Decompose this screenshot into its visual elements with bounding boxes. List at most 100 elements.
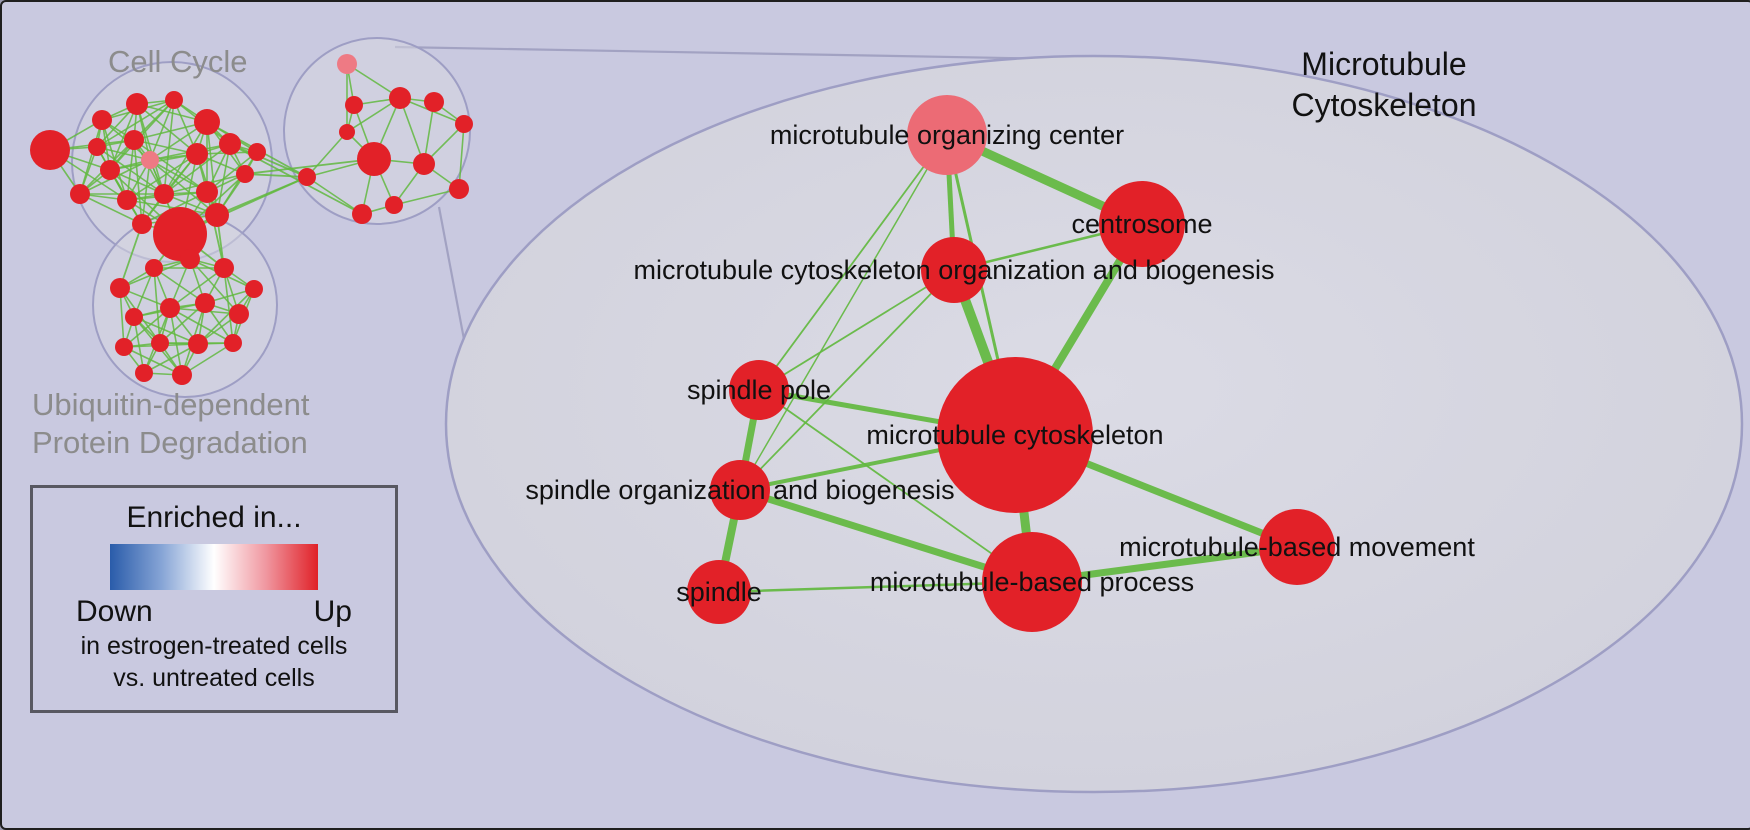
main-nodes: [687, 95, 1335, 632]
overview-node: [151, 334, 169, 352]
overview-node: [298, 168, 316, 186]
overview-edge: [244, 158, 375, 175]
overview-node: [135, 364, 153, 382]
legend-downup-row: Down Up: [76, 595, 352, 629]
edge-spindle-mbp: [717, 580, 1034, 594]
overview-edge: [197, 288, 255, 345]
cluster-label-ubiquitin: Ubiquitin-dependent Protein Degradation: [32, 386, 310, 462]
overview-node: [141, 151, 159, 169]
overview-edge: [216, 151, 258, 216]
overview-node: [124, 130, 144, 150]
edge-moc-spindle_pole: [758, 134, 948, 391]
overview-edge: [399, 97, 425, 165]
legend-title: Enriched in...: [126, 501, 302, 534]
overview-node: [110, 278, 130, 298]
overview-node: [424, 92, 444, 112]
node-mtco: [921, 237, 987, 303]
ubiquitin-label-line1: Ubiquitin-dependent: [32, 387, 310, 422]
overview-edge: [126, 153, 198, 201]
overview-edge: [96, 146, 165, 195]
overview-edge: [306, 176, 363, 215]
overview-edge: [96, 146, 151, 161]
node-label-moc: microtubule organizing center: [770, 120, 1124, 150]
overview-node: [30, 130, 70, 170]
overview-edge: [133, 316, 199, 345]
overview-edge: [393, 188, 460, 206]
overview-node: [70, 184, 90, 204]
node-mbm: [1259, 509, 1335, 585]
node-label-mtco: microtubule cytoskeleton organization an…: [634, 255, 1275, 285]
overview-edge: [143, 343, 199, 374]
node-label-mbm: microtubule-based movement: [1119, 532, 1475, 562]
overview-node: [100, 160, 120, 180]
overview-node: [92, 110, 112, 130]
overview-edge: [119, 223, 143, 289]
overview-node: [165, 91, 183, 109]
magnified-ellipse: [444, 54, 1744, 794]
overview-edge: [133, 139, 208, 193]
microtubule-label-line1: Microtubule: [1301, 46, 1467, 82]
overview-node: [245, 280, 263, 298]
overview-edge: [96, 146, 143, 225]
overview-node: [337, 54, 357, 74]
overview-node: [205, 203, 229, 227]
overview-node: [345, 96, 363, 114]
main-node-labels: microtubule organizing centercentrosomem…: [525, 120, 1475, 607]
overview-node: [160, 298, 180, 318]
overview-node: [172, 365, 192, 385]
overview-node: [357, 142, 391, 176]
node-label-spindle_pole: spindle pole: [687, 375, 831, 405]
overview-edge: [206, 191, 225, 269]
cluster-label-microtubule: Microtubule Cytoskeleton: [1274, 44, 1494, 126]
overview-edge: [79, 193, 143, 225]
overview-node: [389, 87, 411, 109]
overview-edge: [306, 131, 348, 178]
overview-node: [180, 249, 200, 269]
overview-edge: [181, 342, 234, 376]
edge-moc-spindle_org: [739, 134, 948, 491]
overview-node: [385, 196, 403, 214]
overview-node: [153, 207, 207, 261]
overview-node: [248, 143, 266, 161]
overview-node: [186, 143, 208, 165]
zoom-cone-line: [394, 45, 1063, 61]
overview-node: [413, 153, 435, 175]
overview-nodes: [30, 54, 473, 385]
node-label-spindle: spindle: [676, 577, 762, 607]
overview-edge: [458, 123, 465, 190]
overview-edge: [149, 159, 218, 216]
node-label-spindle_org: spindle organization and biogenesis: [525, 475, 954, 505]
overview-node: [224, 334, 242, 352]
overview-node: [154, 184, 174, 204]
overview-node: [219, 133, 241, 155]
legend-subtitle-line2: vs. untreated cells: [113, 663, 315, 692]
overview-node: [126, 93, 148, 115]
legend-up-label: Up: [313, 595, 352, 628]
legend-gradient-bar: [110, 544, 318, 590]
node-spindle_org: [710, 460, 770, 520]
overview-edge: [153, 267, 161, 344]
microtubule-label-line2: Cytoskeleton: [1291, 86, 1477, 123]
node-mtc: [937, 357, 1093, 513]
overview-edge: [141, 159, 151, 225]
edge-mtco-spindle_org: [739, 269, 955, 491]
node-mbp: [982, 532, 1082, 632]
edge-spindle_pole-mbp: [758, 389, 1033, 583]
overview-edge: [159, 302, 206, 344]
overview-edge: [123, 346, 183, 376]
overview-edge: [169, 267, 225, 309]
legend-box: Enriched in... Down Up in estrogen-treat…: [30, 485, 398, 713]
overview-node: [132, 214, 152, 234]
node-centrosome: [1099, 181, 1185, 267]
overview-node: [339, 124, 355, 140]
overview-edge: [136, 103, 198, 155]
overview-edge: [126, 199, 218, 216]
ubiquitin-label-line2: Protein Degradation: [32, 424, 308, 460]
node-label-mbp: microtubule-based process: [870, 567, 1194, 597]
overview-edge: [163, 121, 208, 195]
overview-node: [229, 304, 249, 324]
node-spindle: [687, 560, 751, 624]
edge-spindle_org-mbp: [736, 486, 1036, 586]
overview-edge: [149, 99, 175, 161]
